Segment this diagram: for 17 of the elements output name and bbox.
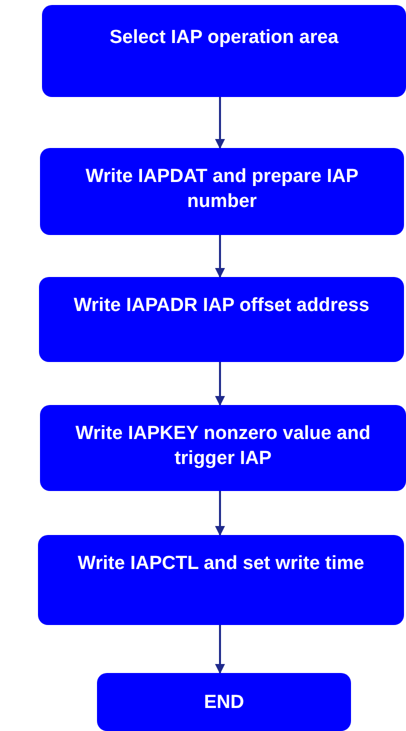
process-box — [38, 535, 404, 625]
process-box — [40, 405, 406, 491]
step-text: Write IAPCTL and set write time — [78, 552, 364, 576]
step-text: Write IAPDAT and prepare IAP number — [84, 165, 360, 214]
process-box — [97, 673, 351, 731]
arrow — [215, 491, 225, 536]
step-text: END — [204, 690, 244, 714]
process-box — [42, 5, 406, 97]
arrow — [215, 362, 225, 406]
arrow — [215, 235, 225, 278]
step-text: Select IAP operation area — [110, 26, 338, 50]
arrow — [215, 625, 225, 674]
step-text: Write IAPKEY nonzero value and trigger IAP — [74, 422, 372, 471]
arrow — [215, 97, 225, 149]
process-box — [39, 277, 404, 362]
process-box — [40, 148, 404, 235]
step-text: Write IAPADR IAP offset address — [74, 294, 370, 318]
